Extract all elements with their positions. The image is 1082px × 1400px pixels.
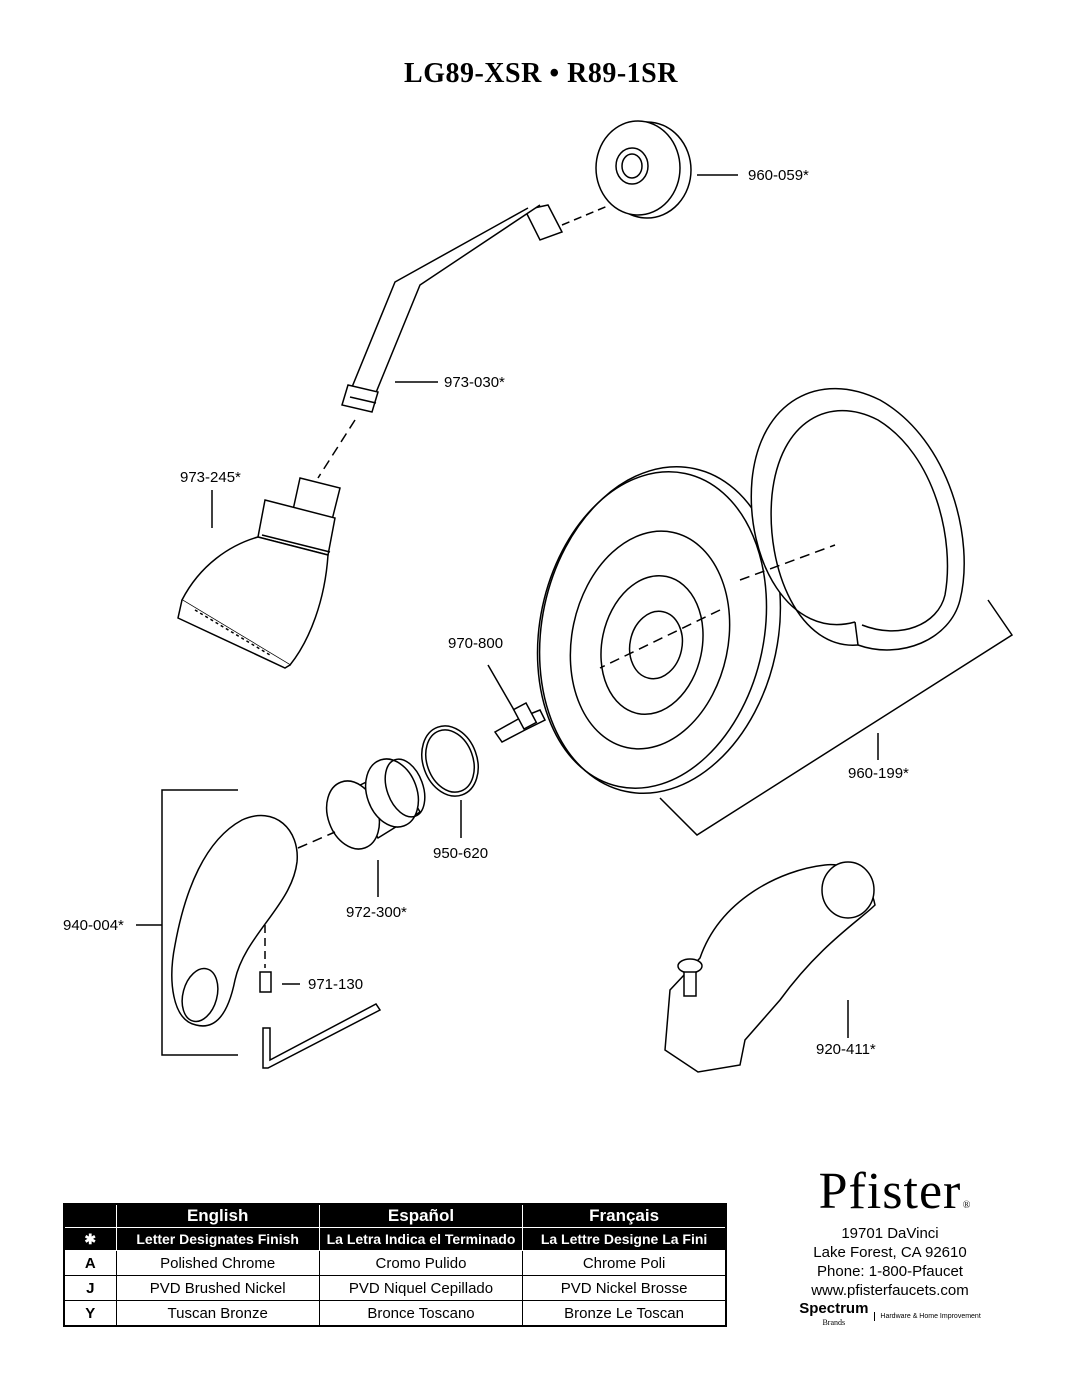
tub-spout — [664, 861, 876, 1073]
escutcheon-gasket — [750, 387, 965, 651]
set-screw — [259, 971, 272, 993]
part-label-960-059: 960-059* — [748, 167, 809, 184]
finish-code: A — [63, 1250, 117, 1276]
finish-french: Chrome Poli — [522, 1250, 727, 1276]
finish-english: Polished Chrome — [115, 1250, 320, 1276]
part-label-973-030: 973-030* — [444, 374, 505, 391]
finish-code: J — [63, 1275, 117, 1301]
finish-header-english: English — [115, 1203, 320, 1228]
address-line-1: 19701 DaVinci — [841, 1225, 939, 1242]
shower-head — [177, 477, 341, 669]
o-ring — [421, 725, 479, 797]
finish-french: Bronze Le Toscan — [522, 1300, 727, 1327]
parent-brand-text: Spectrum — [799, 1300, 869, 1317]
escutcheon-plate — [536, 466, 782, 794]
table-row: Y Tuscan Bronze Bronce Toscano Bronze Le… — [63, 1300, 727, 1327]
part-label-970-800: 970-800 — [448, 635, 503, 652]
part-label-920-411: 920-411* — [816, 1041, 876, 1058]
axis-line — [561, 204, 611, 226]
axis-line — [297, 831, 336, 849]
finish-subheader-spanish: La Letra Indica el Terminado — [318, 1227, 524, 1251]
finish-code: Y — [63, 1300, 117, 1327]
part-label-972-300: 972-300* — [346, 904, 407, 921]
exploded-parts-diagram: 960-059* 973-030* 973-245* 970-800 960-1… — [63, 120, 1014, 1073]
hex-key — [262, 1003, 382, 1069]
part-label-950-620: 950-620 — [433, 845, 488, 862]
finish-subheader-french: La Lettre Designe La Fini — [522, 1227, 727, 1251]
brand-block: Pfister® 19701 DaVinci Lake Forest, CA 9… — [760, 1160, 1020, 1330]
finish-header-spanish: Español — [318, 1203, 524, 1228]
parent-brand-tagline: Hardware & Home Improvement — [874, 1311, 981, 1321]
finish-french: PVD Nickel Brosse — [522, 1275, 727, 1301]
website-link[interactable]: www.pfisterfaucets.com — [811, 1282, 969, 1299]
finish-header-blank — [63, 1203, 117, 1228]
finish-english: Tuscan Bronze — [115, 1300, 320, 1327]
finish-header-french: Français — [522, 1203, 727, 1228]
handle-sleeve — [325, 758, 426, 850]
leader-line — [487, 664, 515, 711]
brand-logo-text: Pfister — [818, 1163, 962, 1220]
brand-logo: Pfister® — [818, 1160, 971, 1224]
shower-arm — [341, 204, 564, 413]
axis-line — [739, 544, 836, 581]
finish-spanish: Bronce Toscano — [318, 1300, 524, 1327]
axis-line — [317, 419, 356, 479]
shower-arm-flange — [595, 120, 692, 219]
finish-table: English Español Français ✱ Letter Design… — [63, 1203, 727, 1327]
axis-line — [599, 609, 721, 669]
finish-english: PVD Brushed Nickel — [115, 1275, 320, 1301]
parent-brand-sub: Brands — [822, 1318, 846, 1327]
diverter-stem — [493, 701, 547, 743]
table-row: A Polished Chrome Cromo Pulido Chrome Po… — [63, 1250, 727, 1276]
part-label-960-199: 960-199* — [848, 765, 909, 782]
part-label-971-130: 971-130 — [308, 976, 363, 993]
address-line-2: Lake Forest, CA 92610 — [813, 1244, 967, 1261]
bracket-line — [659, 599, 1014, 836]
registered-mark: ® — [962, 1200, 972, 1211]
finish-spanish: Cromo Pulido — [318, 1250, 524, 1276]
bracket-line — [161, 789, 238, 1056]
table-row: J PVD Brushed Nickel PVD Niquel Cepillad… — [63, 1275, 727, 1301]
phone-number: Phone: 1-800-Pfaucet — [817, 1263, 963, 1280]
finish-spanish: PVD Niquel Cepillado — [318, 1275, 524, 1301]
part-label-973-245: 973-245* — [180, 469, 241, 486]
page-title: LG89-XSR • R89-1SR — [404, 58, 678, 89]
part-label-940-004: 940-004* — [63, 917, 124, 934]
finish-symbol-icon: ✱ — [63, 1227, 117, 1251]
faucet-handle — [171, 814, 298, 1027]
finish-subheader-english: Letter Designates Finish — [115, 1227, 320, 1251]
